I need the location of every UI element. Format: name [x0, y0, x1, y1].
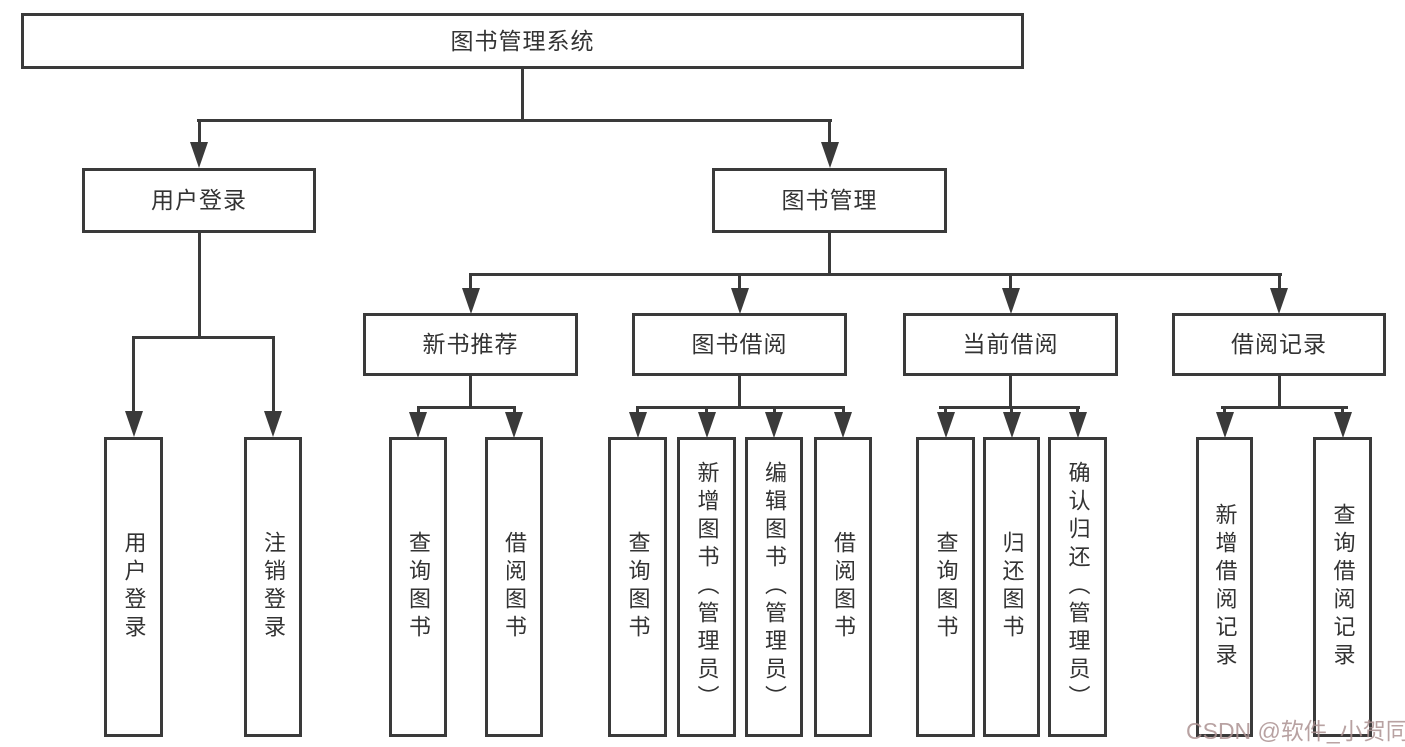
- connector-line: [1010, 406, 1013, 416]
- arrow-down-icon: [1334, 412, 1352, 438]
- connector-line: [773, 406, 776, 416]
- node-book-borrowing: 图书借阅: [632, 313, 847, 376]
- leaf-borrow-book-recommend: 借阅图书: [485, 437, 543, 737]
- arrow-down-icon: [1003, 412, 1021, 438]
- connector-line: [636, 406, 639, 416]
- arrow-down-icon: [821, 142, 839, 168]
- connector-line: [738, 376, 741, 408]
- node-borrowing-records: 借阅记录: [1172, 313, 1386, 376]
- node-book-management: 图书管理: [712, 168, 947, 233]
- connector-line: [417, 406, 516, 409]
- arrow-down-icon: [505, 412, 523, 438]
- connector-line: [637, 406, 844, 409]
- leaf-return-book: 归还图书: [983, 437, 1040, 737]
- arrow-down-icon: [629, 412, 647, 438]
- connector-line: [417, 406, 420, 416]
- connector-line: [469, 273, 472, 291]
- node-new-book-recommend: 新书推荐: [363, 313, 578, 376]
- leaf-query-book-recommend: 查询图书: [389, 437, 447, 737]
- leaf-borrow-book: 借阅图书: [814, 437, 872, 737]
- connector-line: [1221, 406, 1348, 409]
- connector-line: [944, 406, 947, 416]
- arrow-down-icon: [731, 288, 749, 314]
- connector-line: [828, 119, 831, 145]
- connector-line: [198, 233, 201, 338]
- connector-line: [1223, 406, 1226, 416]
- node-user-login: 用户登录: [82, 168, 316, 233]
- connector-line: [1278, 376, 1281, 408]
- arrow-down-icon: [125, 411, 143, 437]
- leaf-edit-book-admin: 编辑图书（管理员）: [745, 437, 803, 737]
- arrow-down-icon: [765, 412, 783, 438]
- arrow-down-icon: [462, 288, 480, 314]
- arrow-down-icon: [1069, 412, 1087, 438]
- leaf-confirm-return-admin: 确认归还（管理员）: [1048, 437, 1107, 737]
- leaf-user-login: 用户登录: [104, 437, 163, 737]
- connector-line: [513, 406, 516, 416]
- arrow-down-icon: [698, 412, 716, 438]
- arrow-down-icon: [834, 412, 852, 438]
- leaf-query-book-current: 查询图书: [916, 437, 975, 737]
- node-current-borrowing: 当前借阅: [903, 313, 1118, 376]
- leaf-query-borrow-record: 查询借阅记录: [1313, 437, 1372, 737]
- connector-line: [738, 273, 741, 291]
- connector-line: [272, 336, 275, 413]
- connector-line: [1341, 406, 1344, 416]
- arrow-down-icon: [264, 411, 282, 437]
- connector-line: [132, 336, 275, 339]
- connector-line: [705, 406, 708, 416]
- arrow-down-icon: [190, 142, 208, 168]
- connector-line: [197, 119, 832, 122]
- arrow-down-icon: [1216, 412, 1234, 438]
- connector-line: [198, 119, 201, 145]
- arrow-down-icon: [1270, 288, 1288, 314]
- leaf-query-book-borrowing: 查询图书: [608, 437, 667, 737]
- connector-line: [1009, 273, 1012, 291]
- connector-line: [939, 406, 1080, 409]
- connector-line: [1278, 273, 1281, 291]
- arrow-down-icon: [937, 412, 955, 438]
- leaf-add-borrow-record: 新增借阅记录: [1196, 437, 1253, 737]
- connector-line: [1009, 376, 1012, 408]
- connector-line: [842, 406, 845, 416]
- connector-line: [828, 233, 831, 275]
- connector-line: [132, 336, 135, 413]
- leaf-logout: 注销登录: [244, 437, 302, 737]
- connector-line: [1076, 406, 1079, 416]
- connector-line: [469, 376, 472, 408]
- connector-line: [469, 273, 1282, 276]
- csdn-watermark: CSDN @软件_小贺同学: [1186, 718, 1405, 744]
- node-library-management-system: 图书管理系统: [21, 13, 1024, 69]
- arrow-down-icon: [409, 412, 427, 438]
- leaf-add-book-admin: 新增图书（管理员）: [677, 437, 736, 737]
- connector-line: [521, 69, 524, 121]
- arrow-down-icon: [1002, 288, 1020, 314]
